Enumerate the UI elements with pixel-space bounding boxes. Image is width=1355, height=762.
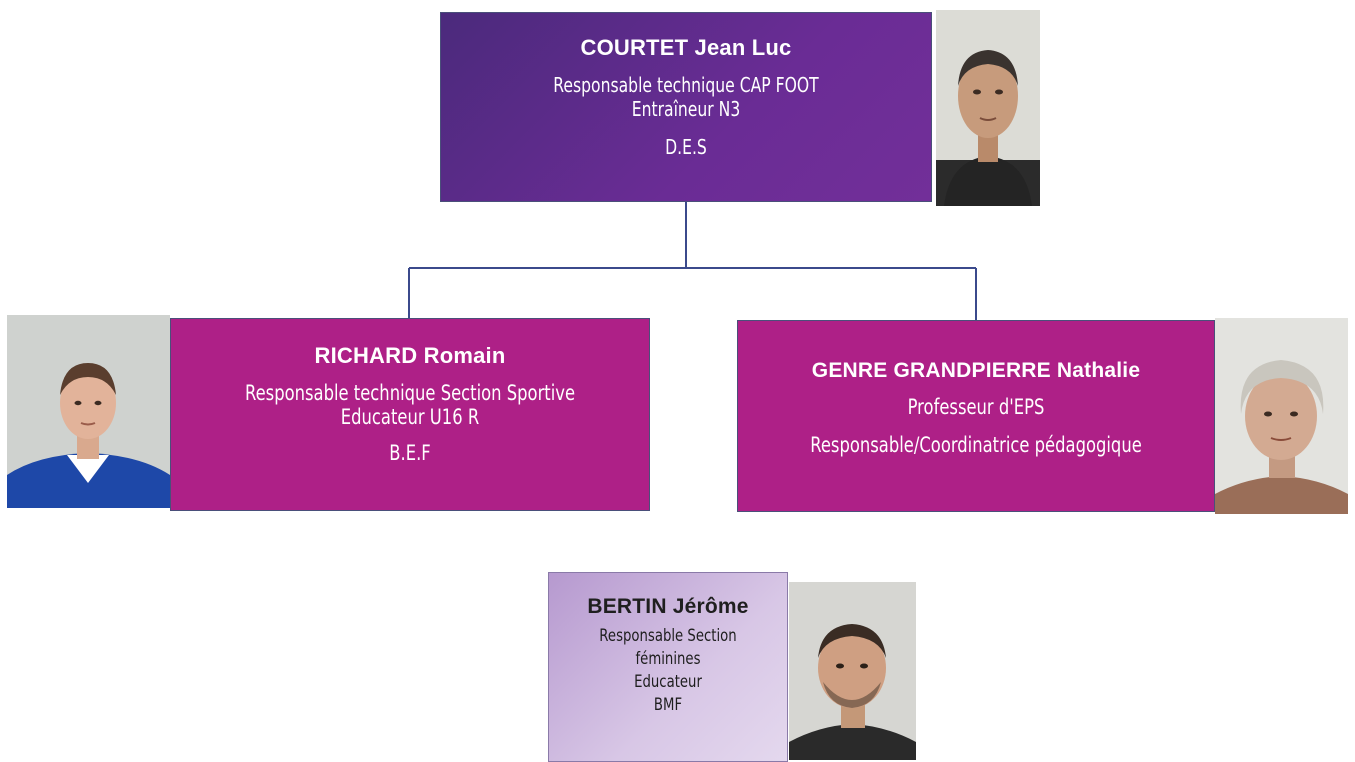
node-bertin-name: BERTIN Jérôme — [587, 595, 749, 618]
node-bertin-role: Responsable Section — [599, 626, 737, 646]
bertin-photo-icon — [789, 582, 916, 760]
node-richard-name: RICHARD Romain — [314, 343, 506, 368]
node-bertin-role-2: féminines — [635, 649, 701, 669]
node-courtet: COURTET Jean Luc Responsable technique C… — [440, 12, 932, 202]
node-courtet-name: COURTET Jean Luc — [580, 35, 792, 60]
node-bertin: BERTIN Jérôme Responsable Section fémini… — [548, 572, 788, 762]
node-richard-diploma: B.E.F — [389, 441, 431, 465]
node-courtet-role-2: Entraîneur N3 — [631, 97, 741, 121]
genre-photo-icon — [1215, 318, 1348, 514]
node-genre-role: Professeur d'EPS — [907, 395, 1045, 419]
node-courtet-role: Responsable technique CAP FOOT — [553, 73, 819, 97]
node-genre: GENRE GRANDPIERRE Nathalie Professeur d'… — [737, 320, 1215, 512]
node-bertin-diploma: BMF — [653, 695, 683, 715]
courtet-photo-icon — [936, 10, 1040, 206]
node-bertin-role-3: Educateur — [634, 672, 702, 692]
node-richard-role-2: Educateur U16 R — [340, 405, 480, 429]
node-richard-role: Responsable technique Section Sportive — [244, 381, 576, 405]
node-richard: RICHARD Romain Responsable technique Sec… — [170, 318, 650, 511]
node-genre-role-2: Responsable/Coordinatrice pédagogique — [810, 433, 1142, 457]
richard-photo-icon — [7, 315, 170, 508]
node-courtet-diploma: D.E.S — [665, 135, 707, 159]
node-genre-name: GENRE GRANDPIERRE Nathalie — [811, 359, 1141, 382]
